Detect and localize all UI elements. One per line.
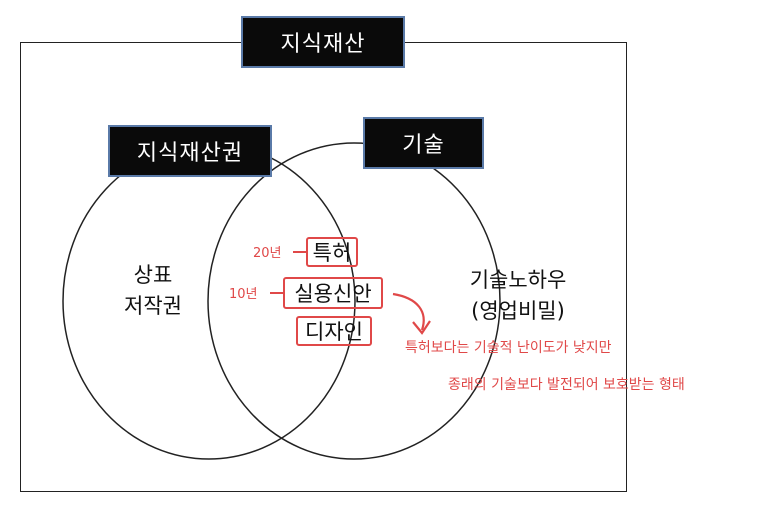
right-circle	[207, 142, 501, 460]
copyright-label: 저작권	[124, 294, 182, 318]
right-title-tag: 기술	[363, 117, 484, 169]
note-line-1: 특허보다는 기술적 난이도가 낮지만	[405, 340, 612, 356]
patent-term-note: 20년	[253, 246, 282, 261]
design-box: 디자인	[296, 316, 372, 346]
right-title: 기술	[402, 133, 445, 158]
note-line-2: 종래의 기술보다 발전되어 보호받는 형태	[448, 377, 685, 393]
arrow-head	[412, 320, 431, 335]
know-how-label: 기술노하우	[469, 268, 567, 292]
utility-model-box: 실용신안	[283, 277, 383, 309]
left-only-labels: 상표 저작권	[108, 260, 198, 322]
left-title-tag: 지식재산권	[108, 125, 272, 177]
right-only-labels: 기술노하우 (영업비밀)	[448, 265, 588, 327]
utility-model-label: 실용신안	[294, 282, 372, 306]
patent-box: 특허	[306, 237, 358, 267]
curved-arrow	[392, 292, 425, 331]
left-title: 지식재산권	[136, 141, 244, 166]
trade-secret-label: (영업비밀)	[471, 299, 565, 323]
trademark-label: 상표	[133, 263, 173, 287]
utility-term-note: 10년	[229, 287, 258, 302]
outer-title: 지식재산	[280, 32, 366, 57]
patent-label: 특허	[312, 241, 352, 265]
outer-title-tag: 지식재산	[241, 16, 405, 68]
design-label: 디자인	[305, 320, 363, 344]
